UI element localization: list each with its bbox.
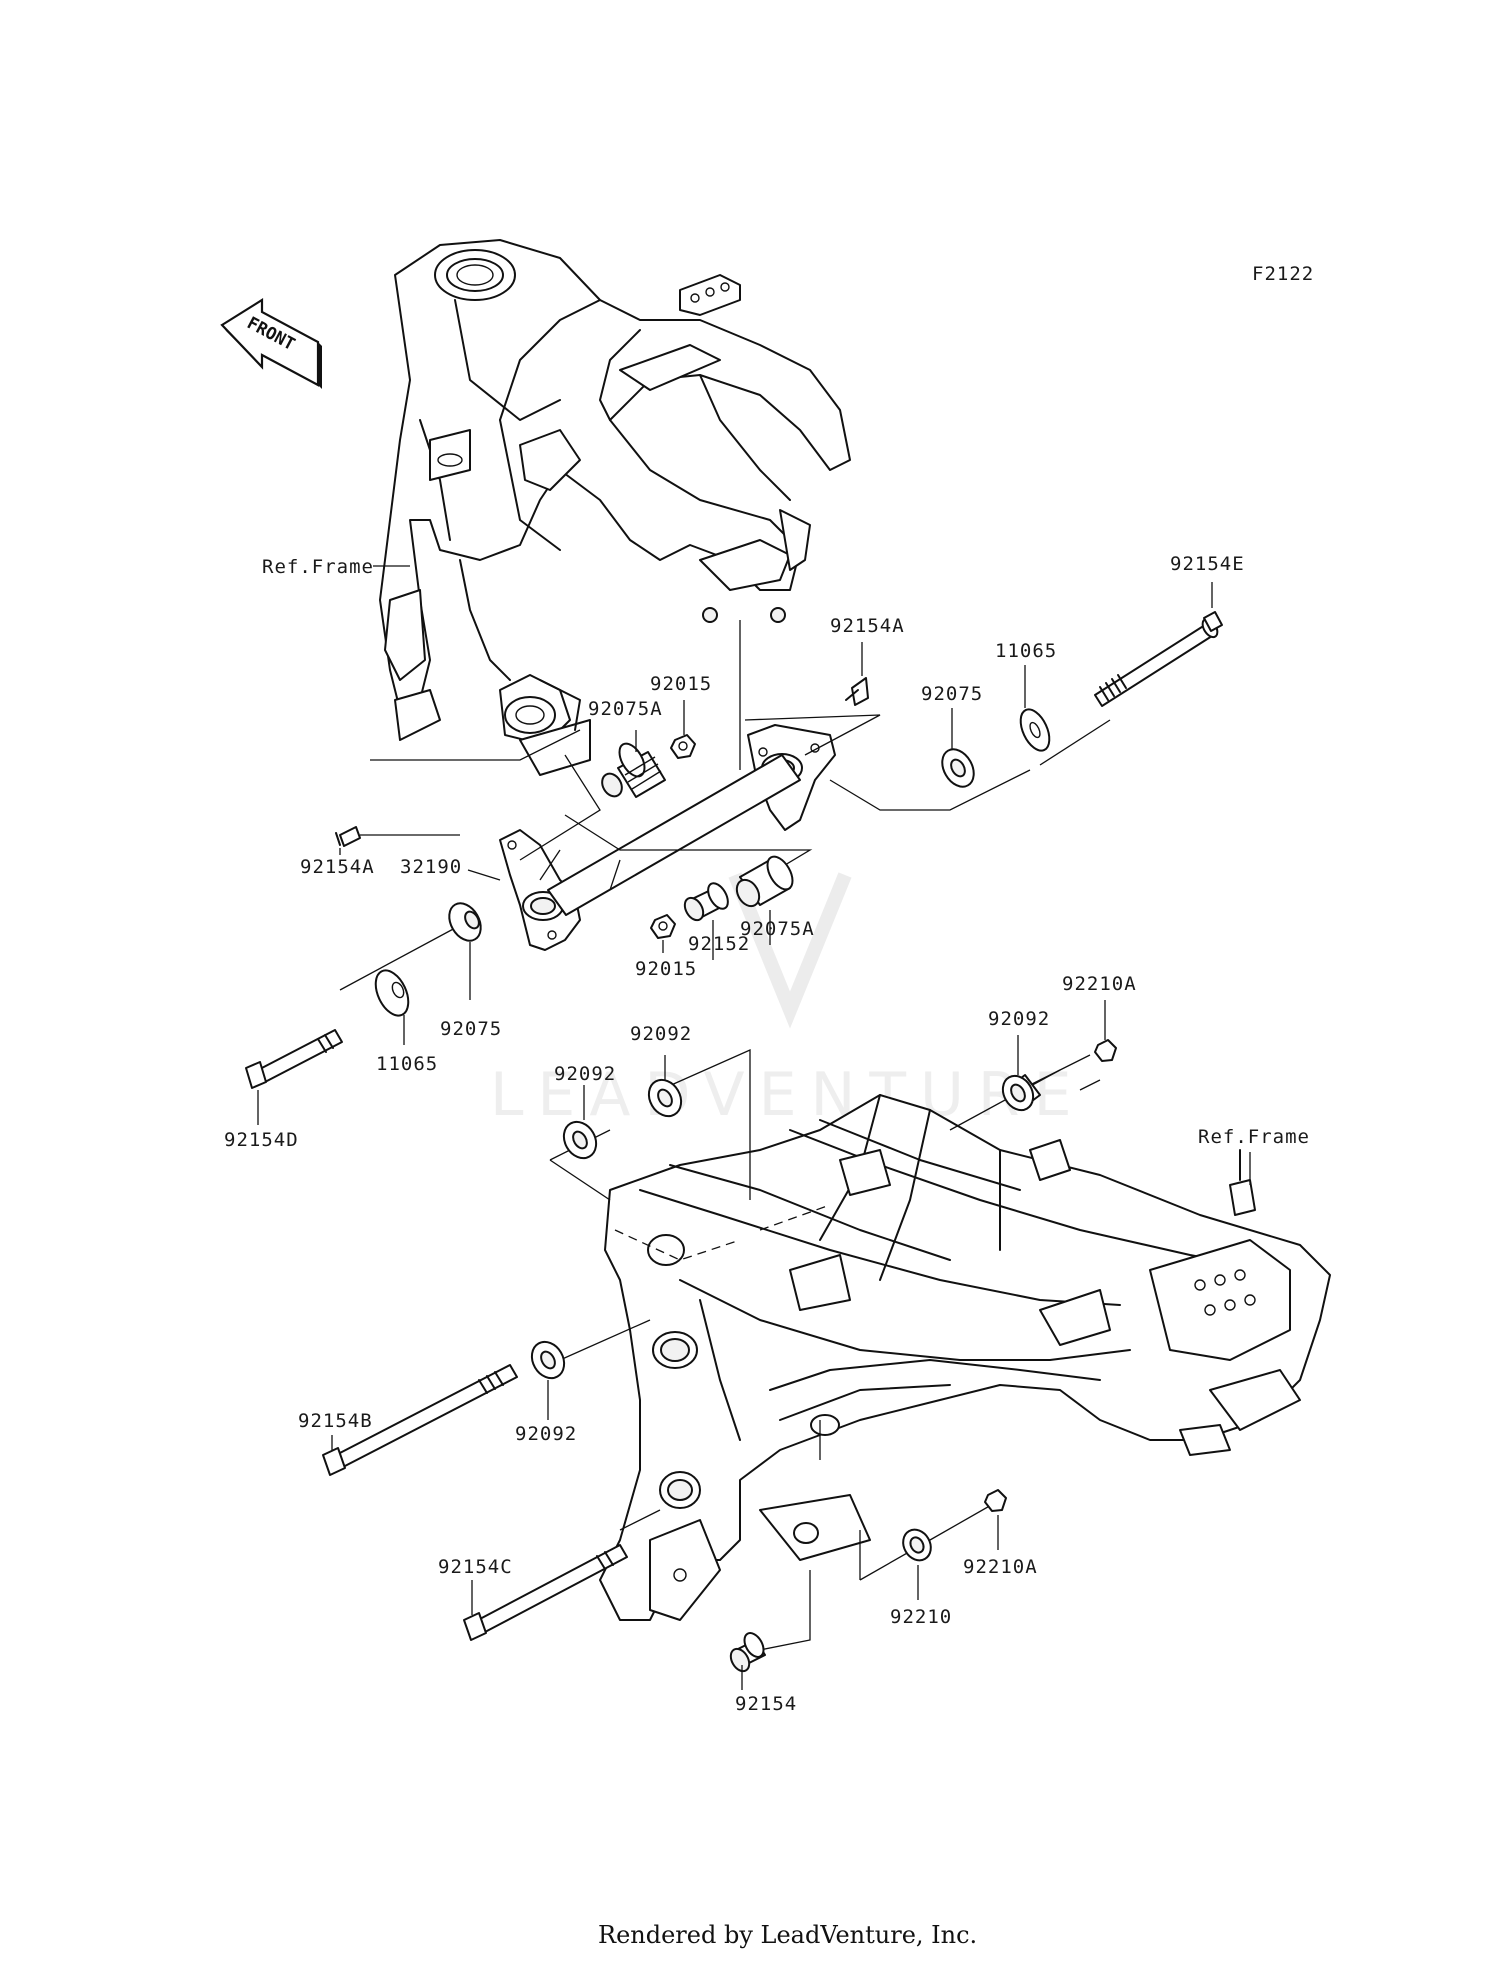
bolt-92154D	[245, 1029, 343, 1089]
part-label-92015-bottom: 92015	[635, 958, 697, 980]
nut-92015-top	[670, 734, 696, 759]
part-label-92075A-right: 92075A	[740, 918, 815, 940]
bolt-92154B	[322, 1364, 518, 1476]
part-label-92154A-top: 92154A	[830, 615, 905, 637]
collar-92154	[729, 1632, 766, 1673]
mount-tube	[547, 754, 801, 916]
footer-credit: Rendered by LeadVenture, Inc.	[598, 1921, 977, 1949]
part-label-92210A-bottom: 92210A	[963, 1556, 1038, 1578]
bushing-92092-right	[1001, 1074, 1041, 1112]
part-label-92154D: 92154D	[224, 1129, 299, 1151]
bushing-92092-bottom	[530, 1340, 566, 1380]
part-label-92092-bottom: 92092	[515, 1423, 577, 1445]
callout-leaders	[257, 582, 1213, 1690]
bolt-92154A-left	[335, 826, 361, 847]
part-label-92154B: 92154B	[298, 1410, 373, 1432]
part-label-92210: 92210	[890, 1606, 952, 1628]
part-label-92092-mid: 92092	[630, 1023, 692, 1045]
part-label-92210A-top: 92210A	[1062, 973, 1137, 995]
part-label-92092-right: 92092	[988, 1008, 1050, 1030]
svg-text:LEADVENTURE: LEADVENTURE	[490, 1060, 1086, 1130]
part-label-11065-left: 11065	[376, 1053, 438, 1075]
part-label-92154: 92154	[735, 1693, 797, 1715]
part-label-92075-left: 92075	[440, 1018, 502, 1040]
part-label-92075-right: 92075	[921, 683, 983, 705]
collar-92075-left	[448, 902, 482, 942]
bolt-92154A-top	[845, 677, 869, 706]
bushing-92075A-right	[735, 855, 794, 908]
part-label-32190: 32190	[400, 856, 462, 878]
collar-92075-right	[941, 748, 975, 788]
bolt-92154E	[1094, 611, 1223, 707]
ref-frame-bottom-label: Ref.Frame	[1198, 1126, 1310, 1148]
bushing-92092-mid	[647, 1078, 683, 1118]
upper-frame-drawing	[379, 239, 851, 776]
part-label-92152: 92152	[688, 933, 750, 955]
part-number-labels: 92154E 11065 92154A 92075 92015 92075A 9…	[224, 553, 1245, 1715]
bushing-92075A-top	[601, 742, 666, 798]
nut-92015-bottom	[650, 914, 676, 939]
bushing-92092-left	[562, 1120, 598, 1160]
part-label-92015-top: 92015	[650, 673, 712, 695]
washer-11065-right	[1019, 708, 1051, 752]
assembly-lines-lower	[549, 1048, 1101, 1651]
washer-11065-left	[374, 969, 410, 1017]
watermark: LEADVENTURE	[490, 872, 1086, 1130]
part-label-11065-right: 11065	[995, 640, 1057, 662]
part-label-92154C: 92154C	[438, 1556, 513, 1578]
front-arrow-icon: FRONT	[220, 298, 322, 389]
nut-92210A-bottom	[984, 1489, 1007, 1512]
nut-92210A-top	[1094, 1039, 1117, 1062]
ref-frame-top-label: Ref.Frame	[262, 556, 374, 578]
spacer-92152	[683, 882, 729, 922]
part-label-92075A-top: 92075A	[588, 698, 663, 720]
bolt-92154C	[463, 1544, 628, 1641]
part-label-92154E: 92154E	[1170, 553, 1245, 575]
lower-frame-drawing	[599, 1094, 1331, 1621]
nut-92210	[902, 1528, 932, 1562]
part-label-92092-left: 92092	[554, 1063, 616, 1085]
part-label-92154A-left: 92154A	[300, 856, 375, 878]
diagram-code: F2122	[1252, 263, 1314, 285]
